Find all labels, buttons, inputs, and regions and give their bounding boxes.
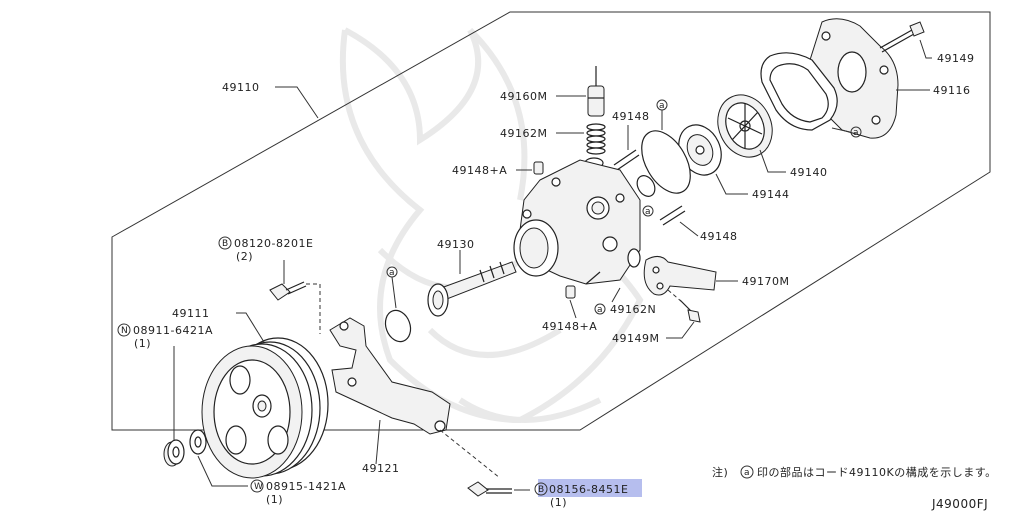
bracket-49121[interactable] bbox=[329, 317, 451, 435]
connector-49170M[interactable] bbox=[643, 256, 717, 296]
part-label-49148-mid[interactable]: 49148 bbox=[700, 230, 738, 243]
pump-body[interactable] bbox=[513, 159, 641, 285]
shaft-49130[interactable] bbox=[427, 261, 517, 317]
prefix-circle-08915 bbox=[250, 479, 264, 493]
marker-a-small: a bbox=[645, 207, 651, 217]
part-label-08120[interactable]: 08120-8201E bbox=[234, 237, 313, 250]
qty-08911: (1) bbox=[134, 337, 151, 350]
part-label-49149[interactable]: 49149 bbox=[937, 52, 975, 65]
leader-49149M bbox=[666, 321, 695, 339]
pulley-49111[interactable] bbox=[201, 337, 329, 479]
part-label-49140[interactable]: 49140 bbox=[790, 166, 828, 179]
prefix-08120: B bbox=[222, 239, 228, 249]
part-label-49144[interactable]: 49144 bbox=[752, 188, 790, 201]
plug-49148A-top[interactable] bbox=[533, 161, 544, 175]
note-prefix: 注) bbox=[712, 465, 728, 479]
part-label-49116[interactable]: 49116 bbox=[933, 84, 971, 97]
note-marker: a bbox=[744, 468, 750, 478]
highlight-08156 bbox=[538, 479, 642, 497]
valve-49160M[interactable] bbox=[587, 66, 605, 117]
marker-a-49162N: a bbox=[597, 305, 603, 315]
bolt-08156[interactable] bbox=[467, 481, 512, 497]
part-label-49162N[interactable]: 49162N bbox=[610, 303, 656, 316]
rotor-49144[interactable] bbox=[671, 118, 729, 182]
note-text: 印の部品はコード49110Kの構成を示します。 bbox=[757, 465, 997, 479]
part-label-08911[interactable]: 08911-6421A bbox=[133, 324, 213, 337]
assembly-boundary bbox=[111, 11, 991, 431]
part-label-08915[interactable]: 08915-1421A bbox=[266, 480, 346, 493]
part-label-49111[interactable]: 49111 bbox=[172, 307, 210, 320]
qty-08120: (2) bbox=[236, 250, 253, 263]
prefix-08911: N bbox=[121, 326, 128, 336]
gasket-rear[interactable] bbox=[760, 52, 838, 131]
leader-49144 bbox=[715, 173, 748, 195]
marker-a-snapring: a bbox=[389, 268, 395, 278]
bolt-08120[interactable] bbox=[269, 281, 307, 301]
part-label-49160M[interactable]: 49160M bbox=[500, 90, 547, 103]
nut-08911[interactable] bbox=[163, 439, 185, 467]
spring-49162M[interactable] bbox=[586, 123, 606, 155]
o-ring-large[interactable] bbox=[632, 123, 701, 202]
cam-ring-49140[interactable] bbox=[708, 86, 782, 166]
washer-08915[interactable] bbox=[189, 429, 207, 455]
part-label-49162M[interactable]: 49162M bbox=[500, 127, 547, 140]
o-ring-small[interactable] bbox=[634, 172, 659, 199]
part-label-49148A-top[interactable]: 49148+A bbox=[452, 164, 507, 177]
leader-49149 bbox=[919, 39, 932, 59]
leader-49140 bbox=[759, 149, 786, 173]
prefix-circle-08156 bbox=[534, 482, 548, 496]
part-label-49148A-bottom[interactable]: 49148+A bbox=[542, 320, 597, 333]
part-label-49148-top[interactable]: 49148 bbox=[612, 110, 650, 123]
marker-a-gasket-text: a bbox=[853, 128, 859, 138]
prefix-08915: W bbox=[254, 482, 263, 492]
pin-49148-mid[interactable] bbox=[659, 205, 686, 226]
part-label-49121[interactable]: 49121 bbox=[362, 462, 400, 475]
part-label-49170M[interactable]: 49170M bbox=[742, 275, 789, 288]
prefix-circle-08911 bbox=[117, 323, 131, 337]
leader-49110 bbox=[275, 86, 319, 119]
part-label-49110[interactable]: 49110 bbox=[222, 81, 260, 94]
pin-49148-top[interactable] bbox=[613, 149, 640, 171]
part-label-49149M[interactable]: 49149M bbox=[612, 332, 659, 345]
bolt-49149M[interactable] bbox=[679, 299, 701, 323]
qty-08915: (1) bbox=[266, 493, 283, 506]
plug-49148A-bottom[interactable] bbox=[565, 285, 576, 299]
diagram-code: J49000FJ bbox=[931, 497, 988, 511]
leader-49121 bbox=[375, 419, 381, 465]
part-label-08156[interactable]: 08156-8451E bbox=[549, 483, 628, 496]
bolt-49149[interactable] bbox=[879, 21, 925, 53]
qty-08156: (1) bbox=[550, 496, 567, 509]
part-label-49130[interactable]: 49130 bbox=[437, 238, 475, 251]
marker-a-oring: a bbox=[659, 101, 665, 111]
prefix-08156: B bbox=[538, 485, 544, 495]
prefix-circle-08120 bbox=[218, 236, 232, 250]
snap-ring[interactable] bbox=[381, 307, 414, 345]
leader-49111 bbox=[236, 312, 265, 343]
note-marker-circle bbox=[740, 465, 754, 479]
leader-08915 bbox=[197, 455, 248, 487]
marker-a-gasket bbox=[850, 126, 862, 138]
o-ring-outlet[interactable] bbox=[627, 248, 641, 268]
